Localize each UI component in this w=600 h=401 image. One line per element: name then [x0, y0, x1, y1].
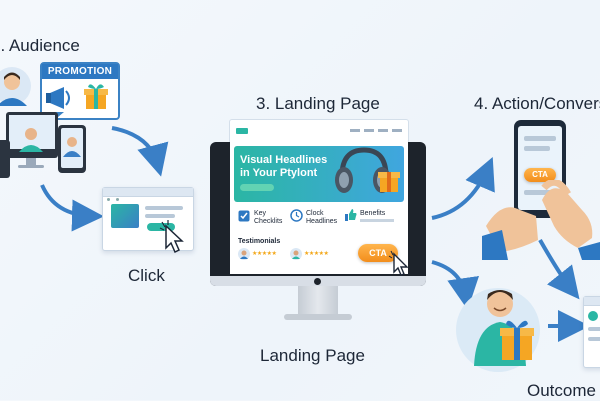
landing-page-header	[229, 119, 409, 143]
nav-item[interactable]	[350, 129, 360, 132]
landing-page-screen: Visual Headlines in Your Ptylont	[230, 142, 408, 274]
arrow-landing-to-outcome	[431, 260, 479, 310]
audience-title: 1. Audience	[0, 36, 80, 55]
text-line	[524, 146, 550, 151]
monitor-base	[18, 165, 44, 168]
feature-3-label: Benefits	[360, 210, 386, 217]
text-line	[145, 214, 175, 218]
monitor-stand	[298, 286, 338, 314]
logo	[236, 128, 248, 134]
gift-icon	[500, 320, 534, 360]
text-line	[524, 136, 556, 141]
click-label: Click	[128, 266, 165, 285]
arrow-audience-to-browser	[40, 184, 104, 232]
rating-stars: ★★★★★	[252, 251, 277, 257]
monitor-logo	[314, 278, 321, 285]
thumbs-up-icon	[345, 209, 357, 221]
hero-headline-line2: in Your Ptylont	[240, 167, 318, 179]
text-line	[588, 327, 600, 331]
browser-image	[111, 204, 139, 228]
outcome-browser-window	[583, 296, 600, 368]
person-icon	[63, 137, 81, 157]
promotion-label: PROMOTION	[42, 64, 118, 79]
person-icon	[19, 128, 43, 152]
feature-3-text-line	[360, 219, 394, 222]
feature-2-line2: Headlines	[306, 218, 338, 225]
hand-icon	[482, 180, 600, 260]
browser-toolbar	[584, 297, 600, 306]
feature-1-line2: Checklits	[254, 218, 283, 225]
monitor-stand	[26, 158, 36, 166]
audience-avatar-icon	[0, 67, 31, 106]
desktop-monitor: Visual Headlines in Your Ptylont	[210, 142, 426, 286]
hero-banner: Visual Headlines in Your Ptylont	[234, 146, 404, 202]
feature-2-label: Clock Headlines	[306, 210, 337, 226]
outcome-label: Outcome	[527, 381, 596, 400]
cursor-icon	[388, 250, 409, 276]
checklist-icon	[238, 210, 250, 222]
happy-person-icon	[474, 290, 534, 366]
clock-icon	[290, 209, 303, 222]
click-browser-window	[102, 187, 194, 251]
hero-headline-line1: Visual Headlines	[240, 154, 328, 166]
tablet-device	[0, 140, 10, 178]
testimonials-label: Testimonials	[238, 238, 281, 245]
testimonial-avatar-icon	[290, 248, 302, 260]
landing-caption: Landing Page	[260, 346, 365, 365]
hero-button[interactable]	[240, 184, 274, 191]
phone-cta-button[interactable]: CTA	[524, 168, 556, 182]
nav-item[interactable]	[392, 129, 402, 132]
rating-stars: ★★★★★	[304, 251, 329, 257]
megaphone-icon	[46, 87, 70, 109]
arrow-landing-to-action	[431, 156, 495, 220]
testimonial-avatar-icon	[238, 248, 250, 260]
promotion-graphic	[46, 84, 108, 109]
landing-cta-button[interactable]: CTA	[358, 244, 398, 262]
check-icon	[588, 311, 598, 321]
audience-phone	[58, 125, 86, 173]
text-line	[588, 337, 600, 341]
nav-item[interactable]	[364, 129, 374, 132]
feature-1-label: Key Checklits	[254, 210, 282, 226]
feature-2-line1: Clock	[306, 210, 324, 217]
arrow-action-to-outcome	[538, 239, 580, 300]
headphones-gift-graphic	[335, 147, 400, 193]
action-phone: CTA	[514, 120, 566, 218]
text-line	[524, 190, 554, 195]
arrow-audience-to-click	[111, 126, 169, 177]
action-title: 4. Action/Conversion	[474, 94, 600, 113]
promotion-card: PROMOTION	[40, 62, 120, 120]
browser-button[interactable]	[147, 223, 175, 231]
cursor-icon	[159, 220, 184, 254]
browser-toolbar	[103, 188, 193, 201]
nav-item[interactable]	[378, 129, 388, 132]
monitor-base	[284, 314, 352, 320]
feature-1-line1: Key	[254, 210, 267, 217]
landing-title: 3. Landing Page	[256, 94, 380, 113]
text-line	[145, 206, 183, 210]
phone-screen: CTA	[518, 126, 562, 210]
gift-icon	[378, 172, 400, 192]
gift-icon	[84, 84, 108, 109]
